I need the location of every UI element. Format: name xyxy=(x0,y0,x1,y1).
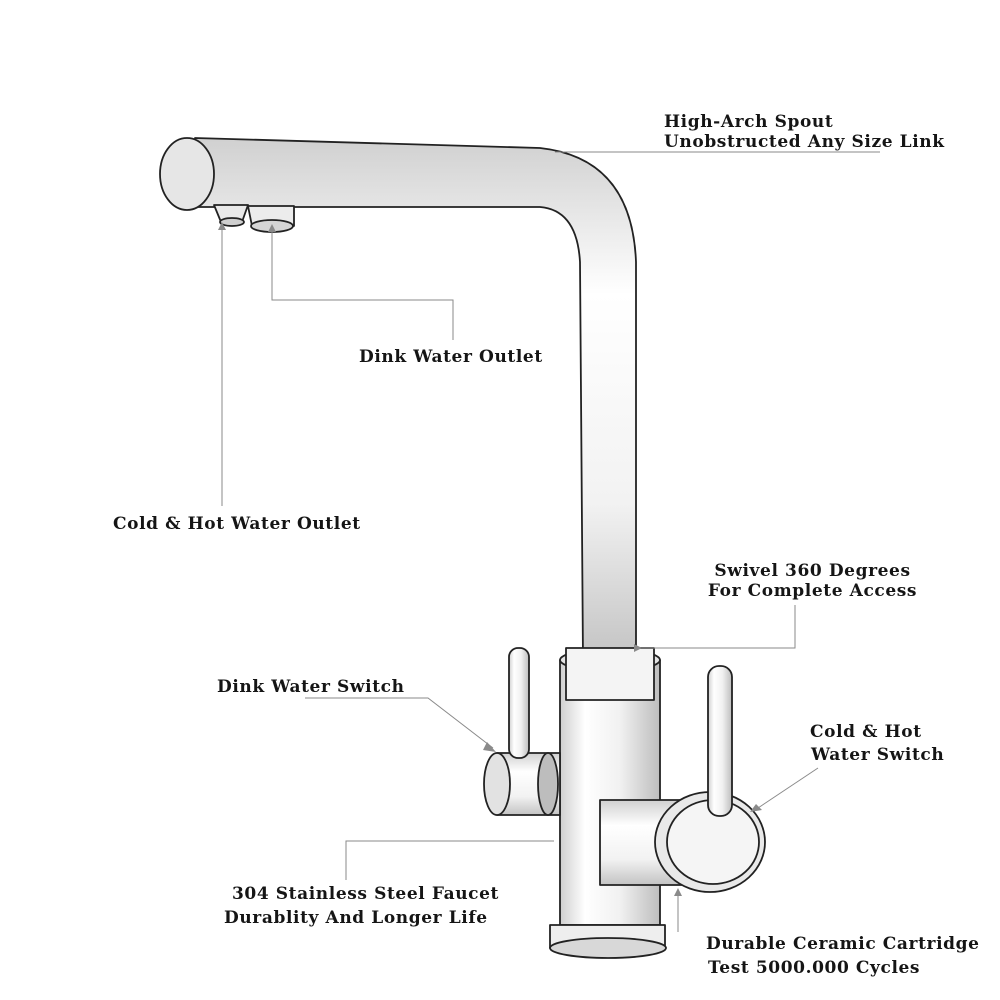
cartridge-label-line1: Durable Ceramic Cartridge xyxy=(706,934,980,954)
leader-coldhot-switch xyxy=(757,767,819,809)
swivel-label-line2: For Complete Access xyxy=(707,581,918,601)
spout-arm xyxy=(194,137,637,661)
spout-label-line2: Unobstructed Any Size Link xyxy=(664,132,945,152)
spout-end xyxy=(159,137,215,211)
drink-switch-lever xyxy=(508,647,530,759)
leader-drink-switch xyxy=(305,697,494,749)
steel-label-line2: Durablity And Longer Life xyxy=(224,908,488,928)
drink-outlet-label: Dink Water Outlet xyxy=(359,347,543,367)
faucet-illustration xyxy=(159,137,766,959)
coldhot-switch-label-line2: Water Switch xyxy=(811,745,945,765)
leader-lines xyxy=(221,151,880,932)
leader-drink-outlet xyxy=(271,232,454,340)
coldhot-switch-label-line1: Cold & Hot xyxy=(810,722,922,742)
spout-label-line1: High-Arch Spout xyxy=(664,112,834,132)
coldhot-switch-lever xyxy=(707,665,733,817)
leader-steel xyxy=(345,840,554,880)
leader-swivel xyxy=(638,605,796,649)
swivel-label-line1: Swivel 360 Degrees xyxy=(714,561,911,581)
steel-label-line1: 304 Stainless Steel Faucet xyxy=(232,884,499,904)
drink-switch-label: Dink Water Switch xyxy=(217,677,405,697)
swivel-collar xyxy=(565,647,655,701)
leader-arrowheads xyxy=(218,222,762,896)
cartridge-label-line2: Test 5000.000 Cycles xyxy=(708,958,921,978)
coldhot-outlet-label: Cold & Hot Water Outlet xyxy=(113,514,361,534)
